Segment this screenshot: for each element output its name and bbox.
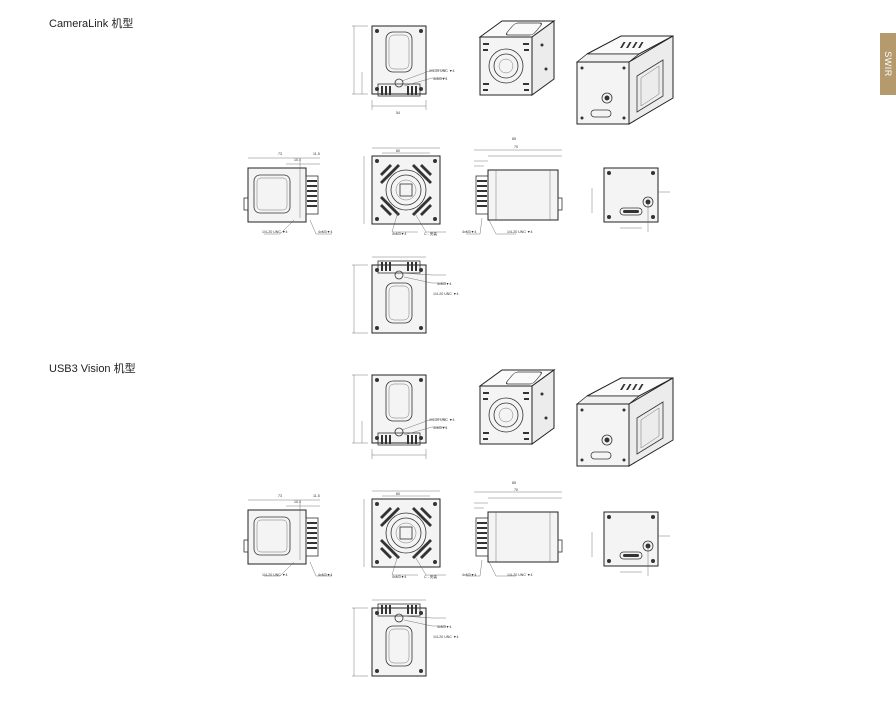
usb3-side-dim-flange: 11.5	[313, 494, 320, 498]
cl-side-dim-flange: 11.5	[313, 152, 320, 156]
usb3-right-callout-m3: 4xM3▼4	[462, 573, 476, 577]
cl-top-callout-unc: 1/4-20 UNC ▼4	[429, 69, 455, 73]
cl-side-callout-unc: 1/4-20 UNC ▼4	[262, 230, 288, 234]
cl-side-dim-small: 10.5	[294, 158, 301, 162]
usb3-bottom-callout-unc: 1/4-20 UNC ▼4	[433, 635, 459, 639]
usb3-right-dim-body: 70	[514, 488, 518, 492]
usb3-front-callout-m3: 4xM3▼4	[392, 575, 406, 579]
usb3-side-callout-m3: 4xM3▼4	[318, 573, 332, 577]
cl-side-dim-total: 73	[278, 152, 282, 156]
usb3-side-dim-small: 10.5	[294, 500, 301, 504]
cl-top-callout-m3: 4xM3▼4	[433, 77, 447, 81]
cl-side-right-view	[465, 149, 563, 235]
usb3-front-callout-cmount: C - 安装	[424, 574, 437, 579]
cl-right-dim-body: 70	[514, 145, 518, 149]
usb3-front-view	[363, 490, 447, 576]
usb3-side-left-view	[243, 499, 333, 577]
cl-front-callout-m3: 4xM3▼4	[392, 232, 406, 236]
cl-right-dim-total: 85	[512, 137, 516, 141]
usb3-side-right-view	[465, 491, 563, 577]
side-tab-swir[interactable]: SWIR	[880, 33, 896, 95]
cl-front-callout-cmount: C - 安装	[424, 231, 437, 236]
cl-right-callout-m3: 4xM3▼4	[462, 230, 476, 234]
cl-side-callout-m3: 4xM3▼4	[318, 230, 332, 234]
usb3-bottom-callout-m3: 4xM3▼4	[437, 625, 451, 629]
cameralink-drawings: 1/4-20 UNC ▼4 4xM3▼4 54 73 11.5 10.5 1/4…	[243, 20, 674, 334]
usb3-iso-front	[479, 369, 555, 445]
usb3-right-callout-unc: 1/4-20 UNC ▼4	[507, 573, 533, 577]
usb3-bottom-view	[351, 599, 447, 677]
cl-front-dim: 60	[396, 149, 400, 153]
usb3-right-dim-total: 85	[512, 481, 516, 485]
section-title-usb3: USB3 Vision 机型	[49, 363, 136, 375]
usb3-drawings: 1/4-20 UNC ▼4 4xM3▼4 73 11.5 10.5 1/4-20…	[243, 369, 674, 677]
usb3-side-callout-unc: 1/4-20 UNC ▼4	[262, 573, 288, 577]
cl-side-left-view	[243, 157, 333, 235]
usb3-top-callout-unc: 1/4-20 UNC ▼4	[429, 418, 455, 422]
cl-top-view	[351, 25, 447, 111]
cl-bottom-view	[351, 256, 447, 334]
cl-iso-front	[479, 20, 555, 96]
usb3-top-view	[351, 374, 447, 460]
usb3-front-dim: 60	[396, 492, 400, 496]
usb3-iso-back	[576, 377, 674, 467]
cl-back-view	[591, 167, 671, 233]
cl-right-callout-unc: 1/4-20 UNC ▼4	[507, 230, 533, 234]
cl-bottom-callout-unc: 1/4-20 UNC ▼4	[433, 292, 459, 296]
cl-front-view	[363, 147, 447, 233]
cl-bottom-callout-m3: 4xM3▼4	[437, 282, 451, 286]
section-title-cameralink: CameraLink 机型	[49, 18, 134, 30]
usb3-top-callout-m3: 4xM3▼4	[433, 426, 447, 430]
cl-iso-back	[576, 35, 674, 125]
usb3-back-view	[591, 511, 671, 577]
cl-top-dim-width: 54	[396, 111, 400, 115]
usb3-side-dim-total: 73	[278, 494, 282, 498]
